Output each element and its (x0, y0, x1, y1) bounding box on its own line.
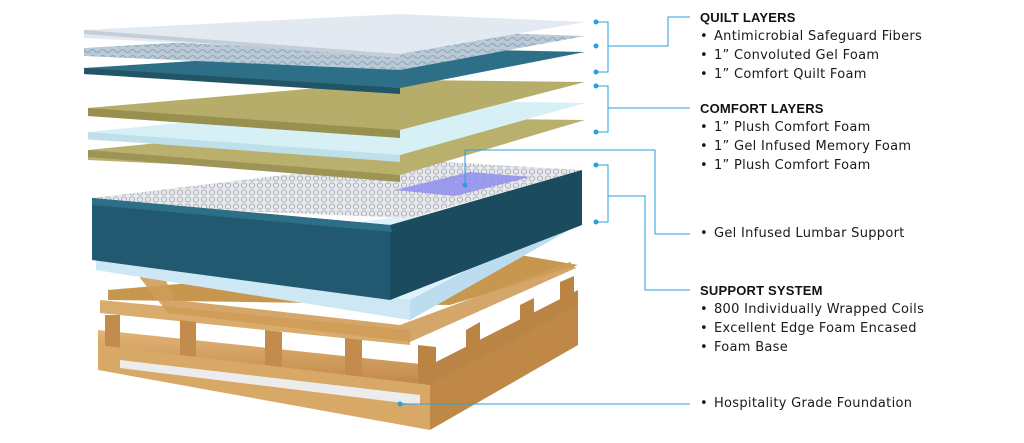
bullet: • (700, 158, 708, 173)
callout-dot (593, 162, 599, 168)
comfort-item-label: 1” Plush Comfort Foam (713, 158, 871, 173)
callout-lines (400, 16, 690, 405)
comfort-bracket-line (596, 85, 690, 133)
quilt-item-label: 1” Comfort Quilt Foam (713, 67, 867, 82)
callout-dot (593, 219, 599, 225)
foundation-item: • Hospitality Grade Foundation (700, 396, 912, 411)
lumbar-support-pad (395, 172, 530, 196)
support-system-heading: SUPPORT SYSTEM (700, 283, 823, 298)
quilt-layer-item: • 1” Comfort Quilt Foam (700, 67, 867, 82)
comfort-item-label: 1” Plush Comfort Foam (713, 120, 871, 135)
comfort-item-label: 1” Gel Infused Memory Foam (713, 139, 912, 154)
callout-dot (593, 83, 599, 89)
comfort-layers-heading: COMFORT LAYERS (700, 101, 824, 116)
quilt-layer-item: • Antimicrobial Safeguard Fibers (700, 29, 922, 44)
quilt-layer-item: • 1” Convoluted Gel Foam (700, 48, 879, 63)
bullet: • (700, 302, 708, 317)
support-system-item: • Foam Base (700, 340, 788, 355)
quilt-item-label: Antimicrobial Safeguard Fibers (713, 29, 923, 44)
callout-dot (593, 129, 599, 135)
bullet: • (700, 67, 708, 82)
comfort-layers (88, 80, 585, 182)
quilt-layers (84, 14, 585, 94)
callout-dot (593, 19, 599, 25)
callout-dot (593, 43, 599, 49)
bullet: • (700, 139, 708, 154)
callout-dot (462, 182, 468, 188)
support-bracket-line (596, 164, 690, 291)
callout-dots (397, 19, 599, 407)
support-system-item: • 800 Individually Wrapped Coils (700, 302, 924, 317)
wood-foundation (98, 255, 578, 430)
quilt-item-label: 1” Convoluted Gel Foam (713, 48, 880, 63)
lumbar-item-label: Gel Infused Lumbar Support (713, 226, 905, 241)
quilt-bracket-line (596, 16, 690, 73)
lumbar-support-item: • Gel Infused Lumbar Support (700, 226, 905, 241)
support-system-item: • Excellent Edge Foam Encased (700, 321, 917, 336)
callout-dot (593, 69, 599, 75)
bullet: • (700, 321, 708, 336)
support-item-label: 800 Individually Wrapped Coils (713, 302, 925, 317)
bullet: • (700, 48, 708, 63)
coil-support-unit (92, 160, 582, 300)
foundation-item-label: Hospitality Grade Foundation (713, 396, 913, 411)
bullet: • (700, 340, 708, 355)
support-item-label: Foam Base (713, 340, 789, 355)
callout-dot (397, 401, 403, 407)
comfort-layer-item: • 1” Gel Infused Memory Foam (700, 139, 911, 154)
bullet: • (700, 120, 708, 135)
bullet: • (700, 29, 708, 44)
comfort-layer-item: • 1” Plush Comfort Foam (700, 120, 871, 135)
bullet: • (700, 226, 708, 241)
support-item-label: Excellent Edge Foam Encased (713, 321, 917, 336)
lumbar-leader-line (464, 149, 690, 235)
bullet: • (700, 396, 708, 411)
comfort-layer-item: • 1” Plush Comfort Foam (700, 158, 871, 173)
quilt-layers-heading: QUILT LAYERS (700, 10, 796, 25)
